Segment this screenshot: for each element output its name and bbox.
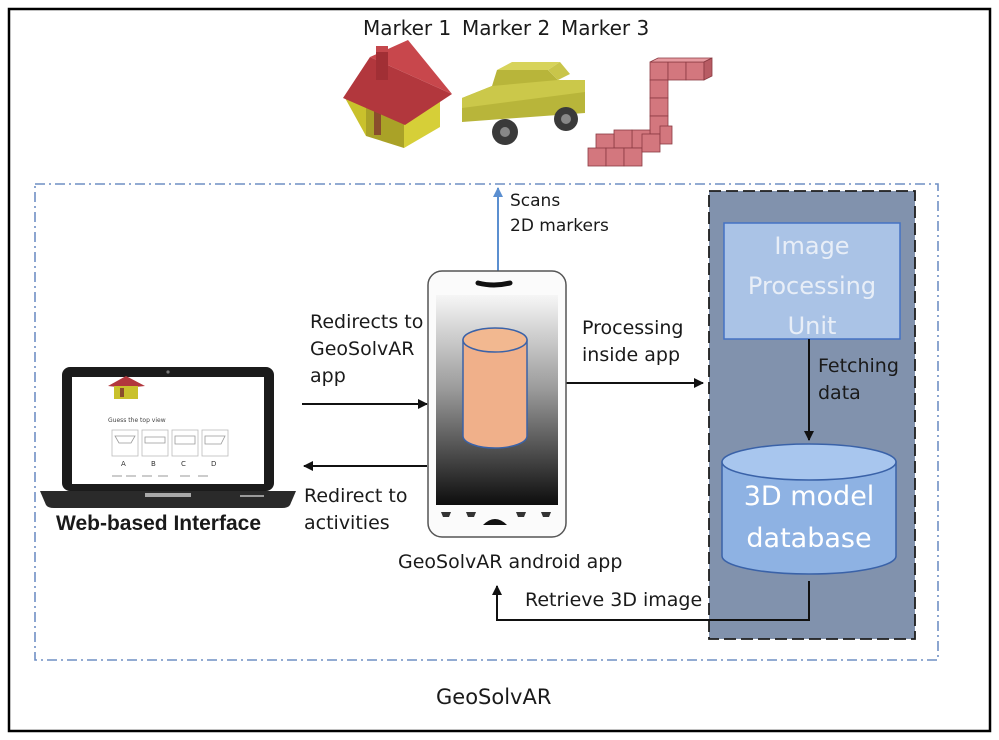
marker-1-label: Marker 1: [363, 16, 452, 40]
redirect-to-activities-label: Redirect to activities: [304, 483, 407, 537]
smartphone: [427, 270, 567, 538]
cube-snake-marker-model: [587, 57, 713, 167]
house-thumbnail: [108, 376, 145, 399]
redirects-to-app-line-1: Redirects to: [310, 311, 424, 333]
web-interface-caption: Web-based Interface: [56, 512, 262, 535]
processing-label-line-2: inside app: [582, 344, 681, 366]
redirects-to-app-line-3: app: [310, 365, 346, 387]
scans-label-line-2: 2D markers: [510, 216, 609, 236]
cylinder-3d-model: [462, 327, 528, 449]
redirects-to-app-label: Redirects to GeoSolvAR app: [310, 309, 423, 390]
option-c: C: [181, 460, 186, 468]
image-processing-unit-label: Image Processing Unit: [724, 226, 900, 346]
redirect-to-activities-line-1: Redirect to: [304, 485, 408, 507]
fetching-data-line-1: Fetching: [818, 355, 899, 377]
retrieve-3d-image-label: Retrieve 3D image: [525, 589, 703, 611]
marker-2-label: Marker 2: [462, 16, 551, 40]
redirect-to-activities-line-2: activities: [304, 512, 390, 534]
option-a: A: [121, 460, 126, 468]
car-marker-model: [462, 62, 585, 145]
scans-label: Scans 2D markers: [510, 189, 609, 239]
fetching-data-line-2: data: [818, 382, 861, 404]
database-line-1: 3D model: [743, 481, 875, 512]
system-name-label: GeoSolvAR: [436, 685, 552, 709]
processing-label-line-1: Processing: [582, 317, 684, 339]
screen-question: Guess the top view: [108, 417, 166, 424]
android-app-caption: GeoSolvAR android app: [398, 551, 623, 573]
retrieve-arrow: [492, 581, 810, 621]
ipu-line-3: Unit: [787, 312, 837, 340]
image-processing-unit-box: [723, 222, 901, 340]
outer-frame: [7, 7, 992, 733]
processing-label: Processing inside app: [582, 315, 683, 369]
marker-3-label: Marker 3: [561, 16, 650, 40]
fetching-data-label: Fetching data: [818, 353, 899, 407]
redirects-to-app-line-2: GeoSolvAR: [310, 338, 415, 360]
ipu-line-1: Image: [774, 232, 850, 260]
system-boundary: [34, 183, 939, 661]
database-label: 3D model database: [722, 476, 896, 560]
option-b: B: [151, 460, 156, 468]
scans-label-line-1: Scans: [510, 191, 561, 211]
database-line-2: database: [746, 523, 872, 554]
option-d: D: [211, 460, 217, 468]
ipu-line-2: Processing: [747, 272, 877, 300]
laptop: [40, 367, 296, 508]
house-marker-model: [343, 40, 452, 148]
database-cylinder: [721, 443, 897, 575]
